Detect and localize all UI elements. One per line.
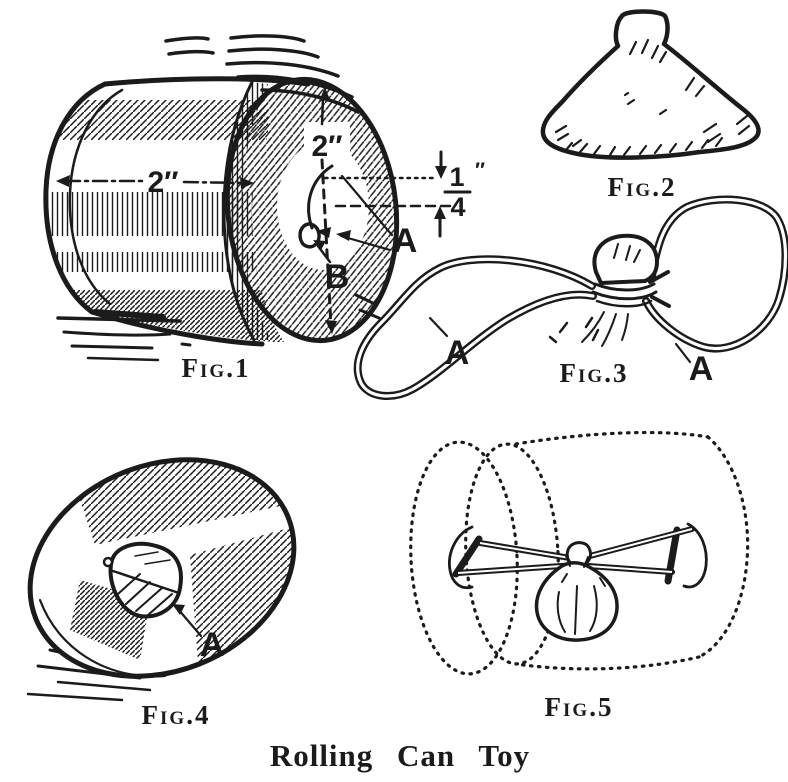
stretched-bands — [455, 526, 695, 576]
fig1-caption: Fig.1 — [182, 353, 251, 383]
offset-denominator: 4 — [450, 192, 465, 222]
fig3-caption: Fig.3 — [560, 358, 629, 388]
dim-diameter: 2″ — [311, 87, 343, 334]
cork-knob — [581, 233, 671, 347]
fig1-group: 2″ 2″ 1 4 ″ A — [43, 34, 485, 383]
fig3-group: A A Fig.3 — [353, 195, 788, 400]
cork-tuft-lines — [581, 311, 629, 347]
right-anchor-cork — [682, 522, 708, 589]
band-wraps — [591, 270, 671, 308]
fig1-label-a: A — [316, 174, 418, 260]
fig4-label-a: A — [200, 626, 225, 664]
fig5-group: Fig.5 — [409, 430, 750, 722]
lead-weight-texture — [554, 38, 751, 157]
svg-text:B: B — [325, 258, 350, 296]
left-toggle-bar — [452, 535, 483, 578]
rubber-band-left — [353, 255, 597, 400]
plate-title: Rolling Can Toy — [270, 738, 530, 773]
offset-unit: ″ — [475, 159, 485, 182]
can-rim-seam — [222, 80, 256, 342]
fig3-left-leader — [428, 316, 449, 338]
hanging-weight — [534, 555, 619, 642]
dim-length-label: 2″ — [147, 166, 178, 199]
fig4-leader — [176, 607, 203, 638]
cork-nub — [102, 556, 114, 568]
fig4-group: A Fig.4 — [26, 440, 310, 730]
svg-text:A: A — [393, 222, 418, 260]
fig2-caption: Fig.2 — [608, 172, 677, 202]
fig2-group: Fig.2 — [540, 9, 761, 202]
dim-diameter-label: 2″ — [311, 130, 342, 163]
fig5-caption: Fig.5 — [545, 692, 614, 722]
fig3-label-a-left: A — [445, 334, 470, 372]
fig4-caption: Fig.4 — [142, 700, 211, 730]
rubber-band-right — [642, 195, 788, 353]
mechanism — [448, 522, 708, 642]
fig1-label-b: B — [313, 240, 349, 296]
fig3-right-leader — [674, 342, 692, 364]
dim-length: 2″ — [56, 166, 254, 199]
left-anchor-cork — [448, 525, 474, 590]
fig4-cork — [102, 541, 183, 619]
fig3-label-a-right: A — [689, 350, 714, 388]
dim-offset: 1 4 ″ — [323, 150, 485, 238]
fig3-scribble-marks — [548, 316, 600, 344]
face-pocket-curve — [307, 164, 334, 230]
disc-inner-contour — [38, 598, 167, 678]
lead-weight-blob — [540, 9, 761, 160]
punched-hole — [298, 222, 321, 249]
offset-numerator: 1 — [449, 162, 464, 192]
